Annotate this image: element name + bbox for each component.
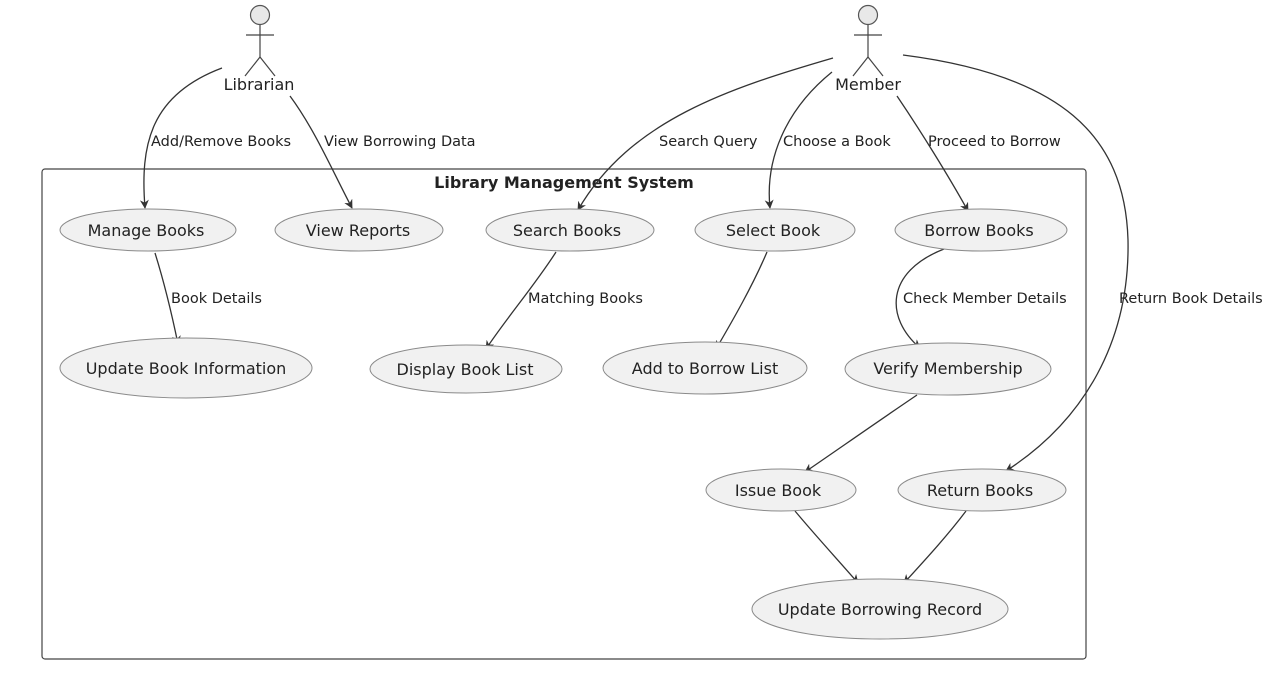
use-case-label: Verify Membership: [873, 359, 1022, 378]
system-boundary: [41, 168, 1087, 660]
use-case-borrow-books: Borrow Books: [894, 208, 1068, 252]
use-case-label: Add to Borrow List: [632, 359, 778, 378]
use-case-select-book: Select Book: [694, 208, 856, 252]
use-case-display-book-list: Display Book List: [369, 344, 563, 394]
use-case-update-book-information: Update Book Information: [59, 337, 313, 399]
use-case-label: View Reports: [306, 221, 410, 240]
edge-verify-to-issue: [804, 394, 918, 473]
use-case-issue-book: Issue Book: [705, 468, 857, 512]
edge-borrow-to-verify: [895, 248, 945, 349]
actor-head-icon: [249, 4, 271, 26]
use-case-label: Return Books: [927, 481, 1033, 500]
edge-member-search-books: [577, 57, 834, 211]
edge-label-choose-a-book: Choose a Book: [783, 134, 891, 150]
edge-label-matching-books: Matching Books: [528, 291, 643, 307]
use-case-view-reports: View Reports: [274, 208, 444, 252]
edge-return-to-update-record: [903, 510, 967, 584]
edge-label-check-member-details: Check Member Details: [903, 291, 1067, 307]
edge-label-add-remove-books: Add/Remove Books: [151, 134, 291, 150]
edges: [139, 54, 1129, 584]
actor-label-librarian: Librarian: [224, 75, 295, 94]
edge-search-to-display: [485, 251, 557, 350]
use-case-label: Search Books: [513, 221, 621, 240]
edge-labels: Add/Remove Books View Borrowing Data Sea…: [151, 134, 1263, 307]
use-case-label: Display Book List: [397, 360, 534, 379]
edge-select-to-add: [715, 251, 768, 350]
actor-label-member: Member: [835, 75, 901, 94]
use-case-search-books: Search Books: [485, 208, 655, 252]
edge-librarian-view-reports: [289, 95, 353, 209]
use-case-update-borrowing-record: Update Borrowing Record: [751, 578, 1009, 640]
edge-label-return-book-details: Return Book Details: [1119, 291, 1263, 307]
use-case-label: Select Book: [726, 221, 821, 240]
use-case-label: Issue Book: [735, 481, 822, 500]
edge-manage-to-update-info: [154, 252, 181, 345]
use-case-verify-membership: Verify Membership: [844, 342, 1052, 396]
edge-member-return-books: [902, 54, 1129, 472]
edge-member-select-book: [764, 71, 833, 209]
system-title: Library Management System: [434, 173, 694, 192]
edge-label-book-details: Book Details: [171, 291, 262, 307]
actor-member: Member: [835, 4, 901, 94]
actor-head-icon: [857, 4, 879, 26]
edge-librarian-manage-books: [139, 67, 223, 209]
actor-librarian: Librarian: [224, 4, 295, 94]
use-case-return-books: Return Books: [897, 468, 1067, 512]
use-case-label: Update Borrowing Record: [778, 600, 982, 619]
use-case-label: Manage Books: [88, 221, 205, 240]
use-case-label: Update Book Information: [86, 359, 287, 378]
edge-issue-to-update-record: [794, 510, 859, 584]
use-case-label: Borrow Books: [924, 221, 1033, 240]
edge-label-proceed-to-borrow: Proceed to Borrow: [928, 134, 1061, 150]
use-case-add-to-borrow-list: Add to Borrow List: [602, 341, 808, 395]
edge-label-search-query: Search Query: [659, 134, 758, 150]
edge-label-view-borrowing-data: View Borrowing Data: [324, 134, 476, 150]
use-case-manage-books: Manage Books: [59, 208, 237, 252]
edge-member-borrow-books: [896, 95, 969, 212]
